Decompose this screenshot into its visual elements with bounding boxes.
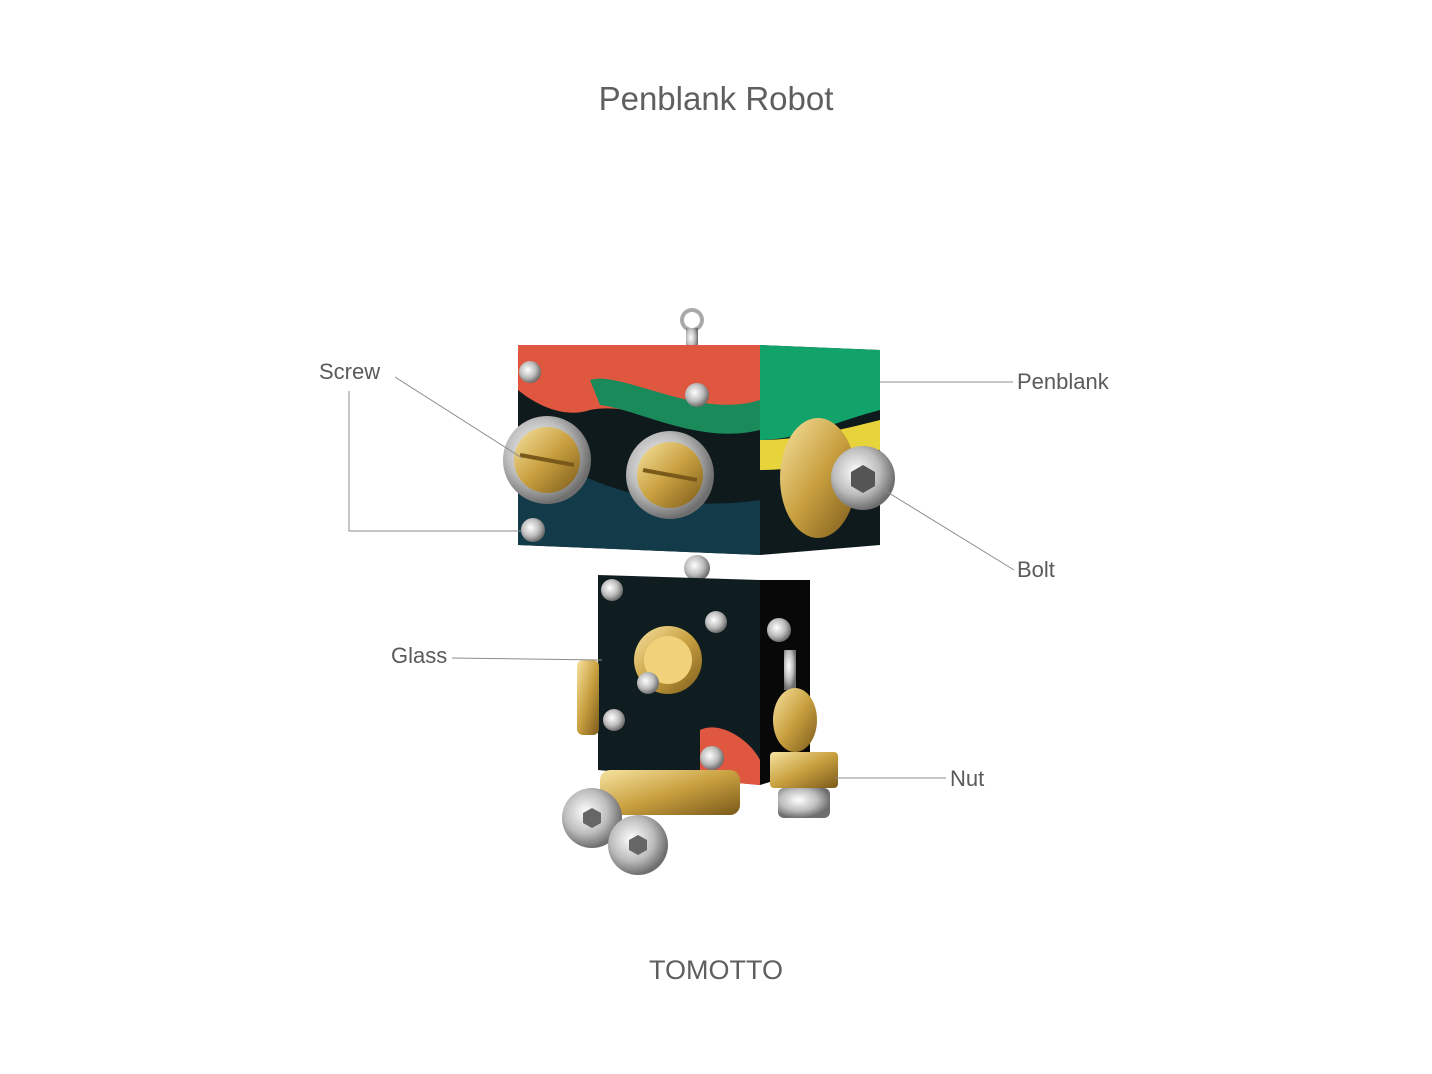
glass-leader	[451, 657, 603, 661]
label-screw: Screw	[319, 359, 381, 384]
label-glass: Glass	[391, 643, 448, 668]
screw-bracket-leader	[348, 391, 522, 532]
bolt-leader	[883, 489, 1015, 571]
robot-body	[562, 575, 838, 875]
label-bolt: Bolt	[1017, 557, 1055, 582]
nut	[770, 752, 838, 788]
robot-head	[503, 345, 895, 581]
brand-name: TOMOTTO	[649, 955, 783, 985]
leader-lines	[348, 376, 1015, 779]
label-nut: Nut	[950, 766, 985, 791]
screw-leader	[394, 376, 523, 459]
diagram-title: Penblank Robot	[598, 80, 834, 117]
label-penblank: Penblank	[1017, 369, 1109, 394]
